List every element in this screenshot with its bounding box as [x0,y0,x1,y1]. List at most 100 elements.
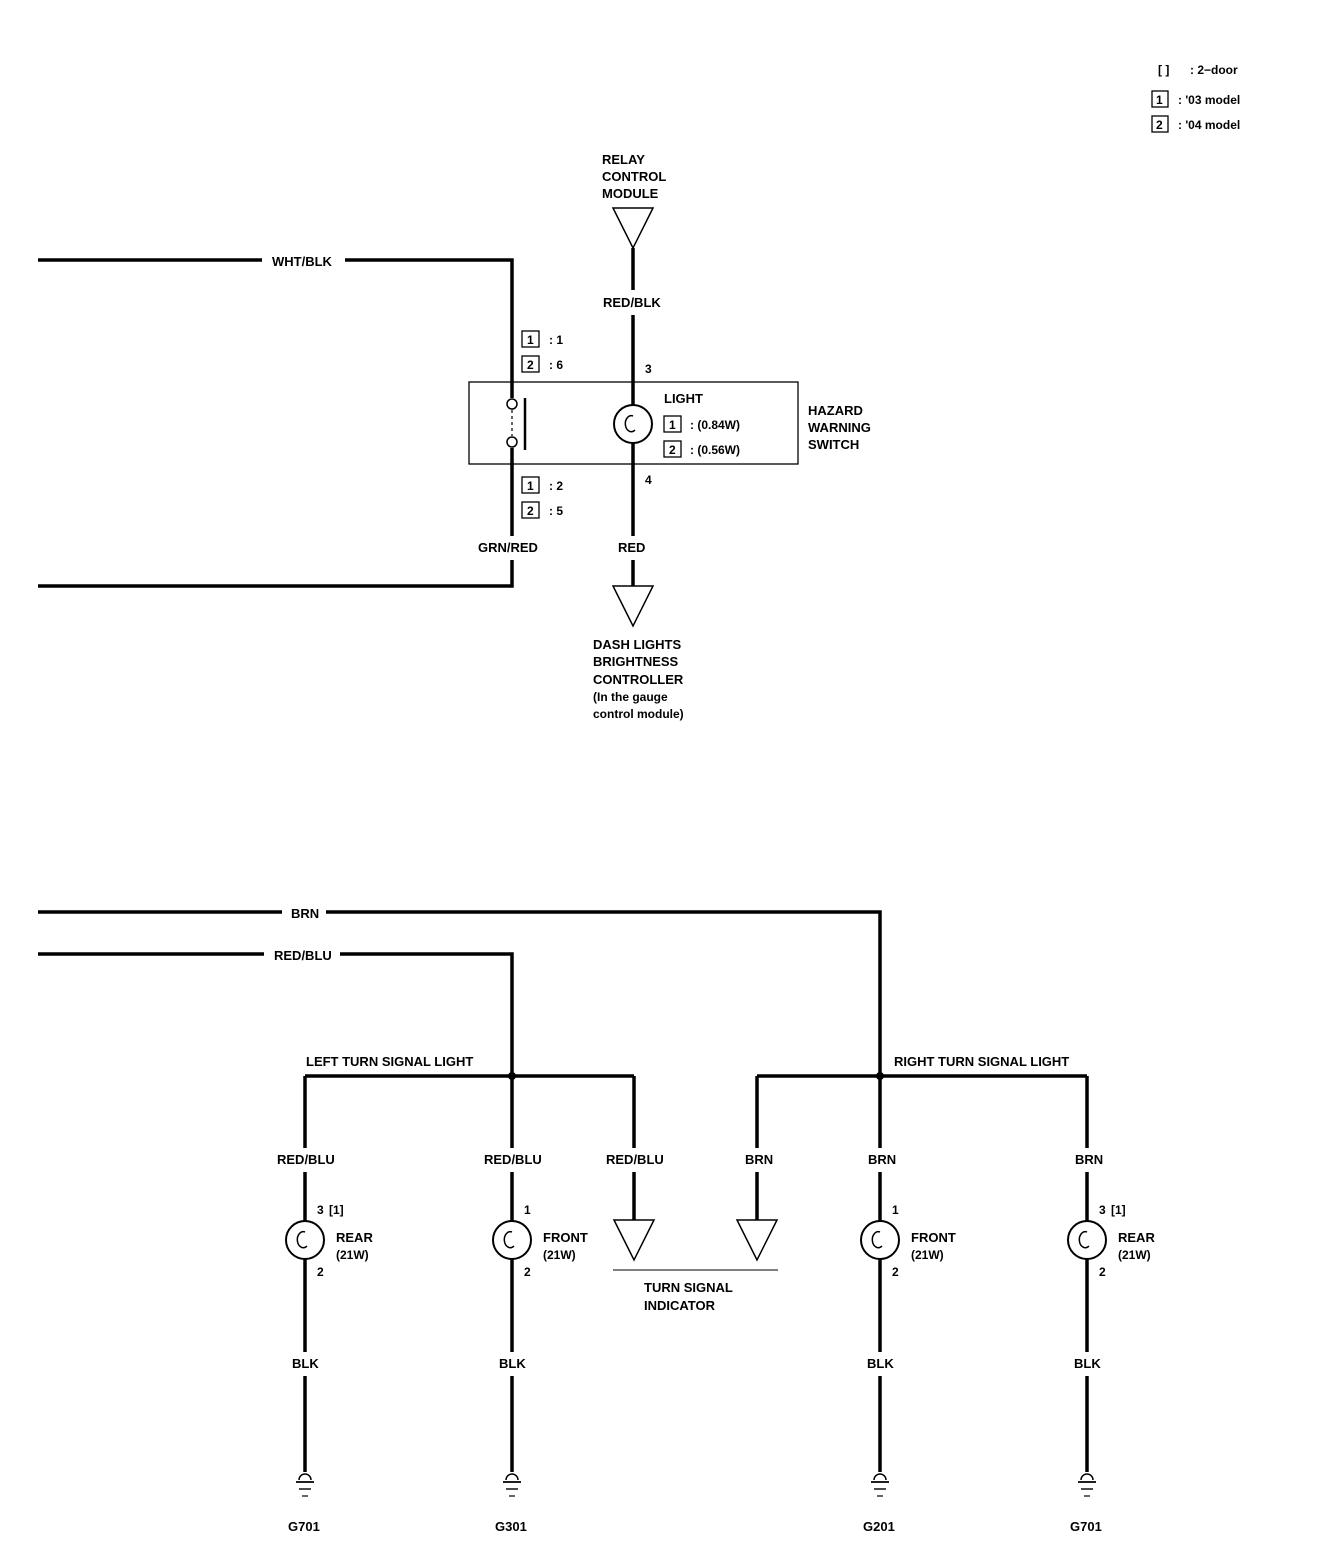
pin-top-m1-box [521,330,540,348]
wire-grn-red-lower [38,560,514,588]
bulb-filament [503,1230,515,1249]
branch-wire-label: BRN [745,1152,773,1167]
bulb-filament [1078,1230,1090,1249]
branch-wire-label: BRN [868,1152,896,1167]
left-title: LEFT TURN SIGNAL LIGHT [306,1054,473,1069]
branch-bracket: [1] [1111,1203,1126,1217]
turn-bulb-icon [285,1220,325,1260]
branch-bulb-watt: (21W) [543,1248,576,1262]
dash-label-5: control module) [593,707,684,721]
relay-connector-triangle [611,207,655,250]
wire-brn-right [326,910,882,1076]
pin-bot-m2-num: 2 [527,504,534,518]
dash-label-2: BRIGHTNESS [593,654,679,669]
pin-bot-m1-box [521,476,540,494]
switch-label-1: HAZARD [808,403,863,418]
branch-ground-wire-label: BLK [867,1356,894,1371]
dash-label-3: CONTROLLER [593,672,684,687]
hazard-section: RELAY CONTROL MODULE RED/BLK 3 WHT/BLK 1… [38,152,871,721]
pin-light-bottom: 4 [645,473,652,487]
legend-model2-text: : '04 model [1178,118,1240,132]
ground-label: G701 [288,1519,320,1534]
legend-model2-num: 2 [1156,118,1163,132]
relay-label-1: RELAY [602,152,645,167]
ground-label: G701 [1070,1519,1102,1534]
branch-bracket: [1] [329,1203,344,1217]
wire-redblu-right [340,952,514,1076]
bulb-filament [624,414,636,433]
branch-bulb-watt: (21W) [1118,1248,1151,1262]
pin-top-m2: : 6 [549,358,563,372]
legend-model1-num: 1 [1156,93,1163,107]
pin-top-m2-num: 2 [527,358,534,372]
legend-model1-box [1151,90,1169,108]
light-m2-box [663,440,682,458]
relay-label-3: MODULE [602,186,659,201]
wire-wht-blk-label: WHT/BLK [272,254,333,269]
ground-icon [873,1473,887,1481]
hazard-light-bulb-icon [613,404,653,444]
turn-bulb-icon [492,1220,532,1260]
wire-wht-blk-right [345,258,514,398]
switch-contact-top [506,398,518,410]
branch-pin-bot: 2 [892,1265,899,1279]
light-m2-num: 2 [669,443,676,457]
dash-connector-triangle [611,585,655,628]
branch-ground-wire-label: BLK [1074,1356,1101,1371]
ground-label: G301 [495,1519,527,1534]
branch-pin-top: 1 [524,1203,531,1217]
turn-section: BRN RED/BLU LEFT TURN SIGNAL LIGHT RIGHT… [38,906,1087,1313]
pin-bot-m1: : 2 [549,479,563,493]
wire-brn-label: BRN [291,906,319,921]
pin-light-top: 3 [645,362,652,376]
right-title: RIGHT TURN SIGNAL LIGHT [894,1054,1069,1069]
legend-bracket-text: : 2−door [1190,63,1238,77]
relay-label-2: CONTROL [602,169,666,184]
branch-pin-bot: 2 [524,1265,531,1279]
ground-icon [1080,1473,1094,1481]
branch-wire-label: RED/BLU [277,1152,335,1167]
branch-wire-label: BRN [1075,1152,1103,1167]
branch-pin-top: 3 [1099,1203,1106,1217]
bulb-filament [871,1230,883,1249]
branch-ground-wire-label: BLK [292,1356,319,1371]
wire-grn-red-label: GRN/RED [478,540,538,555]
bulb-filament [296,1230,308,1249]
branch-bulb-name: FRONT [543,1230,588,1245]
switch-contact-bottom [506,436,518,448]
branch-pin-top: 1 [892,1203,899,1217]
legend-model2-box [1151,115,1169,133]
wire-redblu-label: RED/BLU [274,948,332,963]
light-m1: : (0.84W) [690,418,740,432]
ground-label: G201 [863,1519,895,1534]
dash-label-1: DASH LIGHTS [593,637,681,652]
pin-top-m1: : 1 [549,333,563,347]
branch-bulb-name: REAR [336,1230,373,1245]
legend: [ ] : 2−door 1 : '03 model 2 : '04 model [1151,63,1240,133]
branch-pin-top: 3 [317,1203,324,1217]
indicator-label-1: TURN SIGNAL [644,1280,733,1295]
ground-icon [505,1473,519,1481]
turn-bulb-icon [1067,1220,1107,1260]
ground-icon [298,1473,312,1481]
legend-bracket-symbol: [ ] [1158,63,1169,77]
branch-pin-bot: 2 [1099,1265,1106,1279]
branch-ground-wire-label: BLK [499,1356,526,1371]
wire-red-label: RED [618,540,645,555]
light-m1-box [663,415,682,433]
indicator-connector-triangle [612,1219,656,1262]
indicator-label-2: INDICATOR [644,1298,716,1313]
branch-bulb-name: FRONT [911,1230,956,1245]
branch-wire-label: RED/BLU [484,1152,542,1167]
pin-bot-m2-box [521,501,540,519]
pin-bot-m1-num: 1 [527,479,534,493]
branch-bulb-watt: (21W) [336,1248,369,1262]
light-label: LIGHT [664,391,703,406]
wire-red-blk-label: RED/BLK [603,295,661,310]
pin-bot-m2: : 5 [549,504,563,518]
pin-top-m1-num: 1 [527,333,534,347]
switch-label-3: SWITCH [808,437,859,452]
switch-label-2: WARNING [808,420,871,435]
